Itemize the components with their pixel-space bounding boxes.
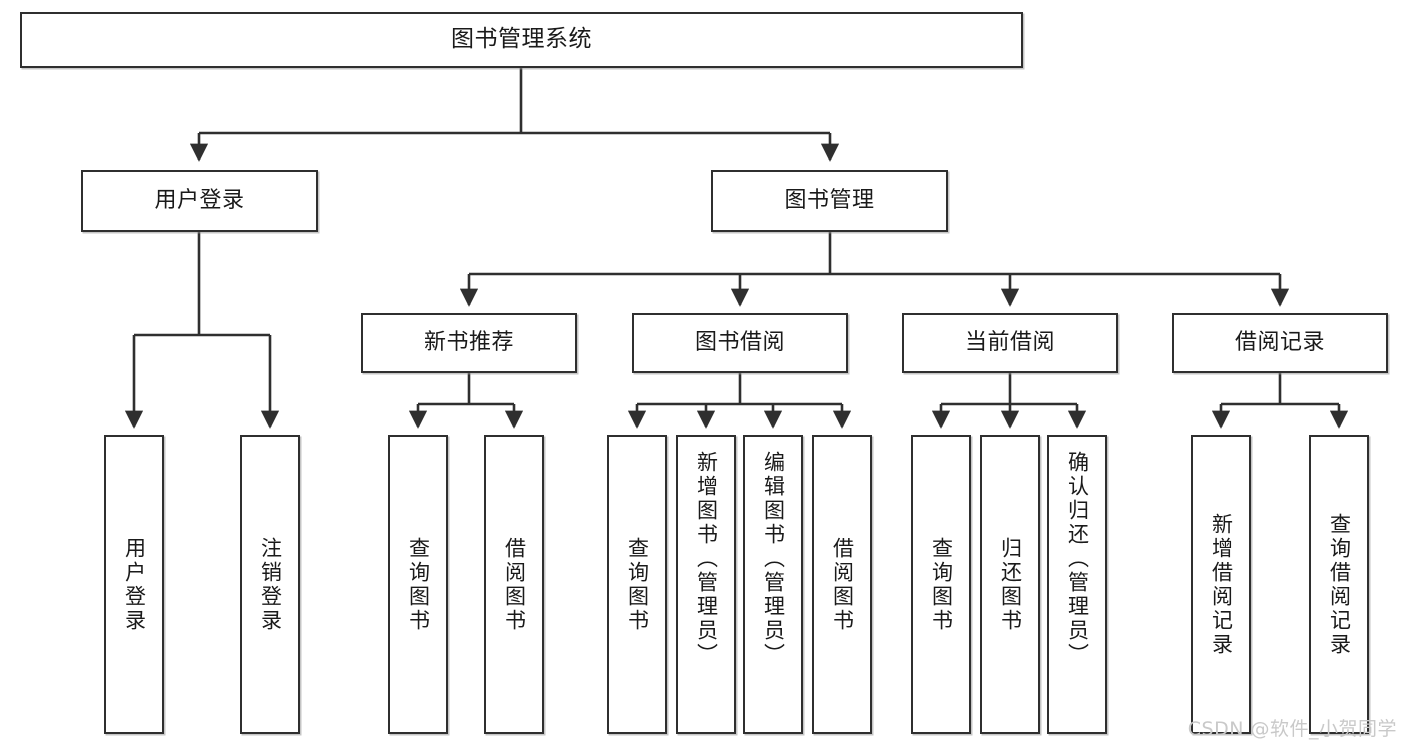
node-label: 注销登录 [258, 536, 283, 633]
csdn-watermark: CSDN @软件_小贺同学 [1187, 718, 1397, 740]
node-label: 查询借阅记录 [1327, 512, 1352, 657]
node-label: 用户登录 [122, 536, 147, 633]
node-current-borrow[interactable]: 当前借阅 [902, 313, 1118, 373]
node-label: 借阅图书 [830, 536, 855, 633]
leaf-query-borrow-record[interactable]: 查询借阅记录 [1309, 435, 1369, 734]
node-label: 用户登录 [154, 187, 245, 213]
node-label: 新增图书（管理员） [694, 451, 719, 667]
node-label: 确认归还（管理员） [1065, 451, 1090, 667]
leaf-borrow-book-recommend[interactable]: 借阅图书 [484, 435, 544, 734]
leaf-add-borrow-record[interactable]: 新增借阅记录 [1191, 435, 1251, 734]
node-label: 图书管理系统 [451, 26, 592, 53]
node-book-management[interactable]: 图书管理 [711, 170, 948, 232]
leaf-return-book[interactable]: 归还图书 [980, 435, 1040, 734]
node-borrow-record[interactable]: 借阅记录 [1172, 313, 1388, 373]
node-root-book-management-system[interactable]: 图书管理系统 [20, 12, 1023, 68]
node-label: 新增借阅记录 [1209, 512, 1234, 657]
node-label: 查询图书 [929, 536, 954, 633]
leaf-edit-book-admin[interactable]: 编辑图书（管理员） [743, 435, 803, 734]
node-label: 查询图书 [625, 536, 650, 633]
leaf-query-book-borrow[interactable]: 查询图书 [607, 435, 667, 734]
node-label: 借阅记录 [1234, 329, 1325, 355]
node-label: 借阅图书 [502, 536, 527, 633]
leaf-query-book-recommend[interactable]: 查询图书 [388, 435, 448, 734]
node-label: 查询图书 [406, 536, 431, 633]
node-new-book-recommend[interactable]: 新书推荐 [361, 313, 577, 373]
node-book-borrow[interactable]: 图书借阅 [632, 313, 848, 373]
node-label: 编辑图书（管理员） [761, 451, 786, 667]
node-label: 归还图书 [998, 536, 1023, 633]
node-label: 图书借阅 [694, 329, 785, 355]
leaf-logout-login[interactable]: 注销登录 [240, 435, 300, 734]
leaf-add-book-admin[interactable]: 新增图书（管理员） [676, 435, 736, 734]
leaf-confirm-return-admin[interactable]: 确认归还（管理员） [1047, 435, 1107, 734]
node-label: 图书管理 [784, 187, 875, 213]
node-label: 当前借阅 [964, 329, 1055, 355]
leaf-user-login[interactable]: 用户登录 [104, 435, 164, 734]
leaf-query-book-current[interactable]: 查询图书 [911, 435, 971, 734]
leaf-borrow-book-borrow[interactable]: 借阅图书 [812, 435, 872, 734]
node-user-login[interactable]: 用户登录 [81, 170, 318, 232]
node-label: 新书推荐 [423, 329, 514, 355]
